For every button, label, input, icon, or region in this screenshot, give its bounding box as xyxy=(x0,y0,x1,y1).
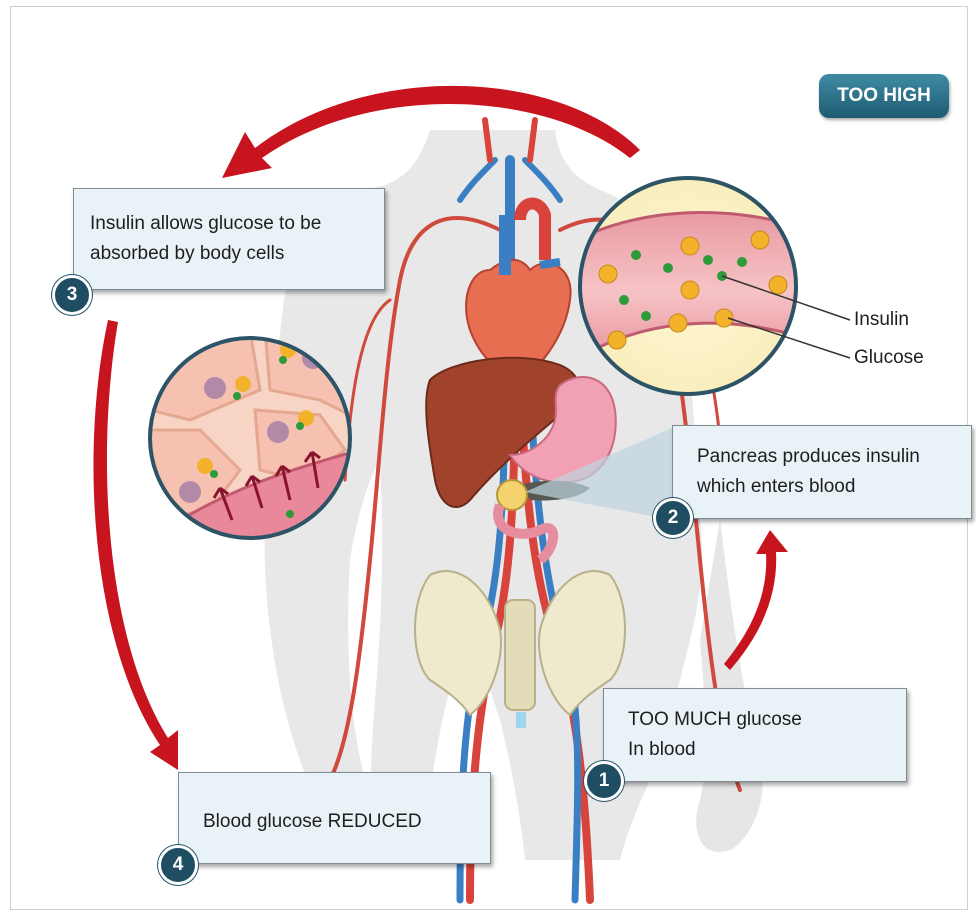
callout-step-1-line-1: TOO MUCH glucose xyxy=(628,705,802,735)
step-1-badge: 1 xyxy=(584,761,624,801)
insulin-label: Insulin xyxy=(854,309,909,331)
step-3-badge: 3 xyxy=(52,275,92,315)
callout-step-4: Blood glucose REDUCED xyxy=(178,772,491,864)
callout-step-2-line-2: which enters blood xyxy=(697,472,920,502)
too-high-status-pill: TOO HIGH xyxy=(819,74,949,118)
callout-step-2: Pancreas produces insulin which enters b… xyxy=(672,425,972,519)
callout-step-2-line-1: Pancreas produces insulin xyxy=(697,442,920,472)
callout-step-3: Insulin allows glucose to be absorbed by… xyxy=(73,188,385,290)
step-4-badge: 4 xyxy=(158,845,198,885)
callout-step-3-line-2: absorbed by body cells xyxy=(90,239,321,269)
callout-step-1: TOO MUCH glucose In blood xyxy=(603,688,907,782)
callout-step-3-line-1: Insulin allows glucose to be xyxy=(90,209,321,239)
step-2-badge: 2 xyxy=(653,498,693,538)
glucose-label: Glucose xyxy=(854,347,924,369)
callout-step-4-line-1: Blood glucose REDUCED xyxy=(203,807,422,837)
callout-step-1-line-2: In blood xyxy=(628,735,802,765)
